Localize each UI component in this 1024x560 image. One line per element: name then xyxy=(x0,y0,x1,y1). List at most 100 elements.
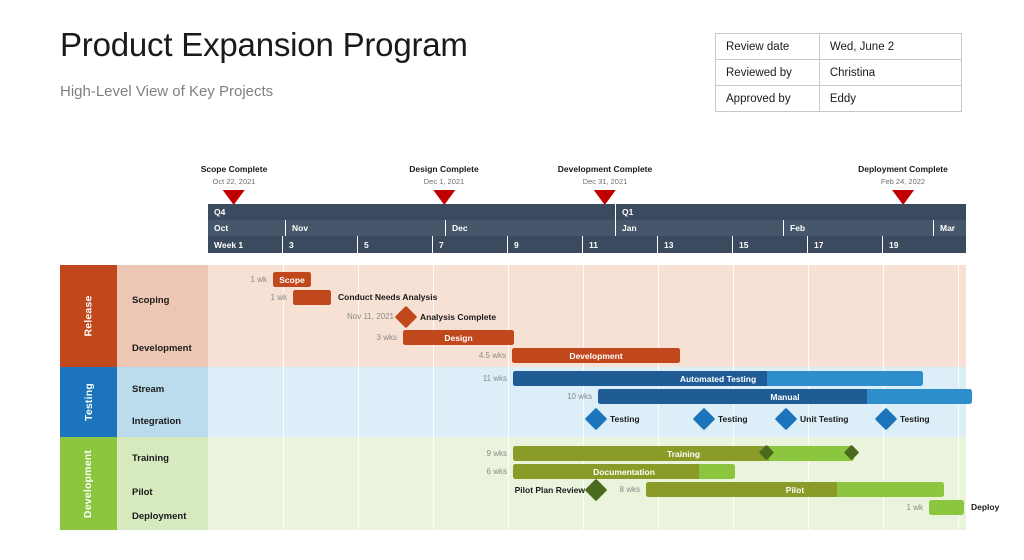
gridline xyxy=(958,437,959,530)
timeline-week-cell: 11 xyxy=(583,236,658,253)
gantt-bar[interactable]: Development xyxy=(512,348,680,363)
page-subtitle: High-Level View of Key Projects xyxy=(60,83,274,100)
gantt-row-label[interactable]: Integration xyxy=(132,415,182,427)
gridline xyxy=(283,265,284,367)
gantt-bar-duration: 1 wk xyxy=(270,293,287,302)
section-tab: Development xyxy=(60,437,117,530)
section-tab-label: Testing xyxy=(82,383,95,421)
diamond-label: Testing xyxy=(900,414,930,424)
info-table-value: Eddy xyxy=(818,85,963,112)
gantt-bar-label: Scope xyxy=(279,274,305,285)
timeline-week-cell: 7 xyxy=(433,236,508,253)
gantt-bar[interactable] xyxy=(293,290,331,305)
gantt-row-label[interactable]: Scoping xyxy=(132,294,170,306)
gantt-row-label[interactable]: Deployment xyxy=(132,510,187,522)
gantt-bar-progress xyxy=(513,446,769,461)
gantt-bar-progress xyxy=(513,464,700,479)
milestone-diamond-icon[interactable] xyxy=(394,305,418,329)
gantt-bar-progress xyxy=(646,482,837,497)
section-tab-label: Release xyxy=(82,295,95,337)
gantt-bar[interactable]: Automated Testing xyxy=(513,371,923,386)
timeline-month-cell: Mar xyxy=(940,223,956,233)
gantt-bar-progress xyxy=(512,348,680,363)
gridline xyxy=(433,265,434,367)
gantt-row-label[interactable]: Development xyxy=(132,342,192,354)
diamond-label: Testing xyxy=(610,414,640,424)
milestone-diamond-icon[interactable] xyxy=(774,407,798,431)
milestone-date: Dec 31, 2021 xyxy=(582,177,628,186)
diamond-date: Nov 11, 2021 xyxy=(347,312,394,321)
gantt-bar[interactable]: Training xyxy=(513,446,854,461)
milestone-diamond-icon[interactable] xyxy=(692,407,716,431)
gridline xyxy=(583,265,584,367)
gantt-bar-duration: 6 wks xyxy=(486,467,507,476)
gantt-bar-duration: 11 wks xyxy=(482,374,507,383)
milestone-diamond-icon[interactable] xyxy=(584,478,608,502)
timeline-month-cell: Feb xyxy=(784,220,934,236)
gantt-row-label[interactable]: Training xyxy=(132,452,169,464)
timeline-week-cell: 13 xyxy=(658,236,733,253)
gridline xyxy=(358,367,359,437)
milestone-diamond-icon[interactable] xyxy=(874,407,898,431)
gantt-bar-duration: 8 wks xyxy=(619,485,640,494)
gantt-bar-progress xyxy=(273,272,311,287)
milestone-label: Design Complete xyxy=(409,164,479,174)
gantt-bar-progress xyxy=(513,371,768,386)
diamond-label: Unit Testing xyxy=(800,414,849,424)
gantt-row-label[interactable]: Stream xyxy=(132,383,165,395)
timeline-month-cell: Jan xyxy=(616,220,784,236)
gridline xyxy=(433,367,434,437)
gantt-bar-label: Deploy xyxy=(971,502,1000,512)
diamond-label: Analysis Complete xyxy=(420,312,497,322)
gantt-bar-label: Pilot xyxy=(785,484,805,495)
gridline xyxy=(358,437,359,530)
timeline-week-cell: 5 xyxy=(358,236,433,253)
milestone-date: Oct 22, 2021 xyxy=(212,177,256,186)
gantt-bar-label: Manual xyxy=(770,391,800,402)
gantt-bar-label: Design xyxy=(444,332,473,343)
gantt-bar[interactable] xyxy=(929,500,964,515)
gantt-bar-progress xyxy=(403,330,514,345)
milestone-arrow-icon xyxy=(222,190,245,205)
gridline xyxy=(583,367,584,437)
gridline xyxy=(658,265,659,367)
timeline-month-cell: Oct xyxy=(208,220,286,236)
timeline-week-cell: Week 1 xyxy=(208,236,283,253)
gantt-bar[interactable]: Manual xyxy=(598,389,972,404)
gridline xyxy=(433,437,434,530)
gantt-bar[interactable]: Pilot xyxy=(646,482,944,497)
timeline-quarter-cell: Q1 xyxy=(622,207,634,217)
timeline-month-cell: Nov xyxy=(286,220,446,236)
info-table-value: Wed, June 2 xyxy=(818,33,963,60)
gantt-bar-duration: 10 wks xyxy=(567,392,592,401)
gantt-bar-duration: 3 wks xyxy=(376,333,397,342)
gridline xyxy=(733,265,734,367)
gantt-bar-duration: 1 wk xyxy=(250,275,267,284)
gridline xyxy=(358,265,359,367)
gantt-bar-duration: 9 wks xyxy=(486,449,507,458)
gantt-bar[interactable]: Scope xyxy=(273,272,311,287)
gridline xyxy=(283,437,284,530)
gantt-bar-progress xyxy=(598,389,868,404)
gantt-bar[interactable]: Documentation xyxy=(513,464,735,479)
milestone-diamond-icon[interactable] xyxy=(584,407,608,431)
milestone-label: Development Complete xyxy=(557,164,653,174)
gridline xyxy=(508,437,509,530)
info-table-key: Reviewed by xyxy=(715,59,820,86)
gantt-row-label[interactable]: Pilot xyxy=(132,486,153,498)
diamond-label: Testing xyxy=(718,414,748,424)
gantt-bar-label: Automated Testing xyxy=(679,373,757,384)
gantt-bar[interactable]: Design xyxy=(403,330,514,345)
gridline xyxy=(283,367,284,437)
